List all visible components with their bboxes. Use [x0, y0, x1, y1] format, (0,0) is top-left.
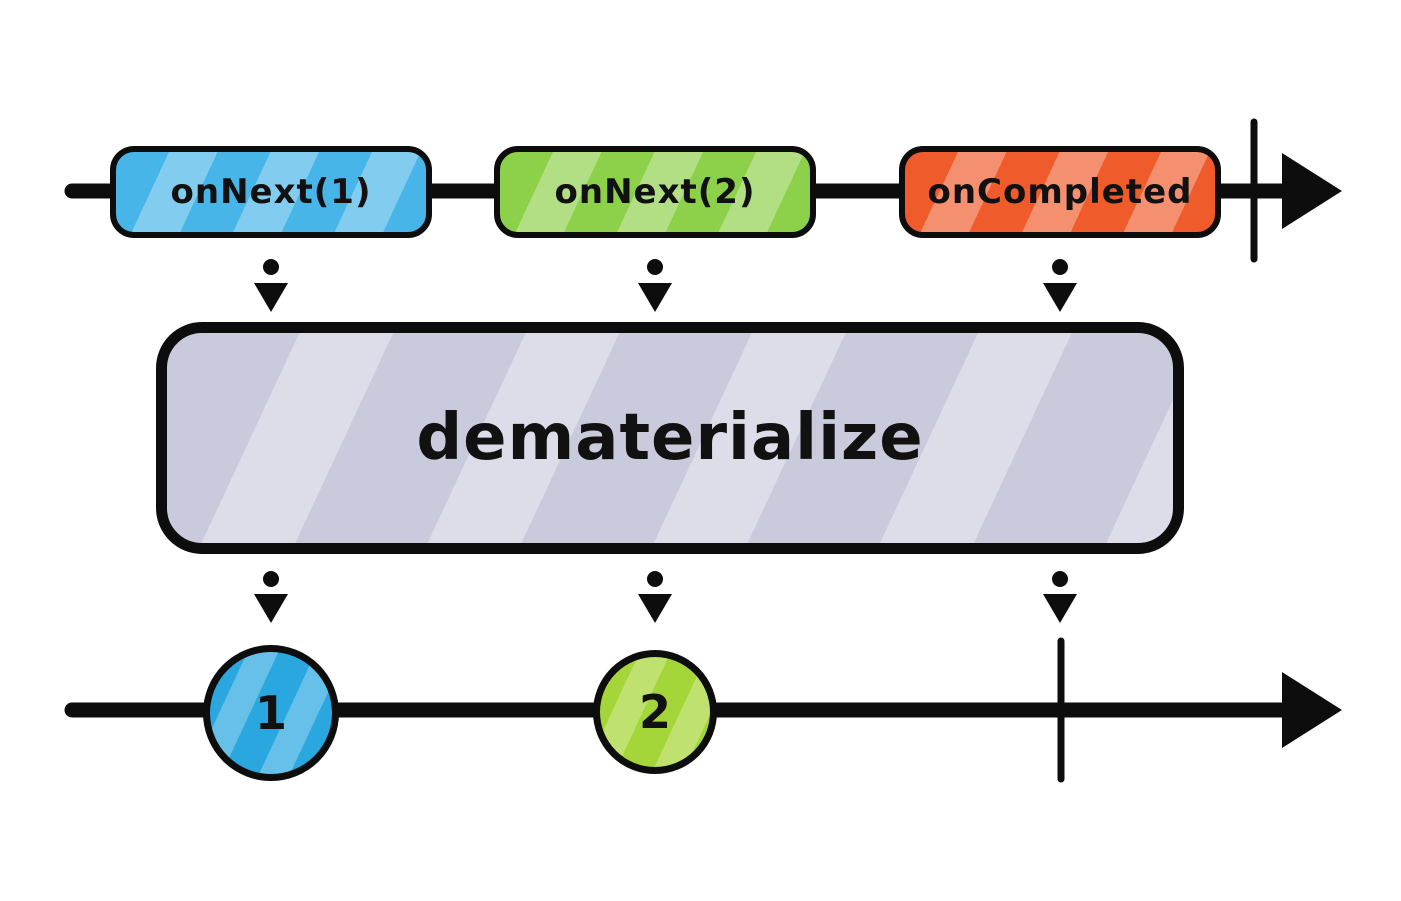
flow-arrow-dot [1052, 259, 1068, 275]
source-event-onnext-2: onNext(2) [494, 146, 816, 238]
source-event-label: onNext(1) [170, 172, 372, 212]
output-marble-2: 2 [593, 650, 717, 774]
flow-arrow-dot [647, 259, 663, 275]
flow-arrow-icon [254, 594, 288, 623]
source-event-label: onCompleted [927, 172, 1193, 212]
flow-arrow-dot [1052, 571, 1068, 587]
flow-arrow-dot [263, 571, 279, 587]
flow-arrow-icon [638, 594, 672, 623]
flow-arrow-icon [254, 283, 288, 312]
operator-box: dematerialize [156, 322, 1184, 554]
flow-arrow-dot [647, 571, 663, 587]
output-timeline-arrowhead-icon [1282, 672, 1342, 748]
output-marble-1: 1 [203, 645, 339, 781]
source-timeline-arrowhead-icon [1282, 153, 1342, 229]
flow-arrow-icon [638, 283, 672, 312]
operator-label: dematerialize [416, 401, 924, 475]
flow-arrow-icon [1043, 283, 1077, 312]
source-event-oncompleted: onCompleted [899, 146, 1221, 238]
source-event-onnext-1: onNext(1) [110, 146, 432, 238]
output-marble-label: 2 [638, 685, 671, 739]
flow-arrow-dot [263, 259, 279, 275]
source-event-label: onNext(2) [554, 172, 756, 212]
flow-arrow-icon [1043, 594, 1077, 623]
output-marble-label: 1 [254, 686, 287, 740]
